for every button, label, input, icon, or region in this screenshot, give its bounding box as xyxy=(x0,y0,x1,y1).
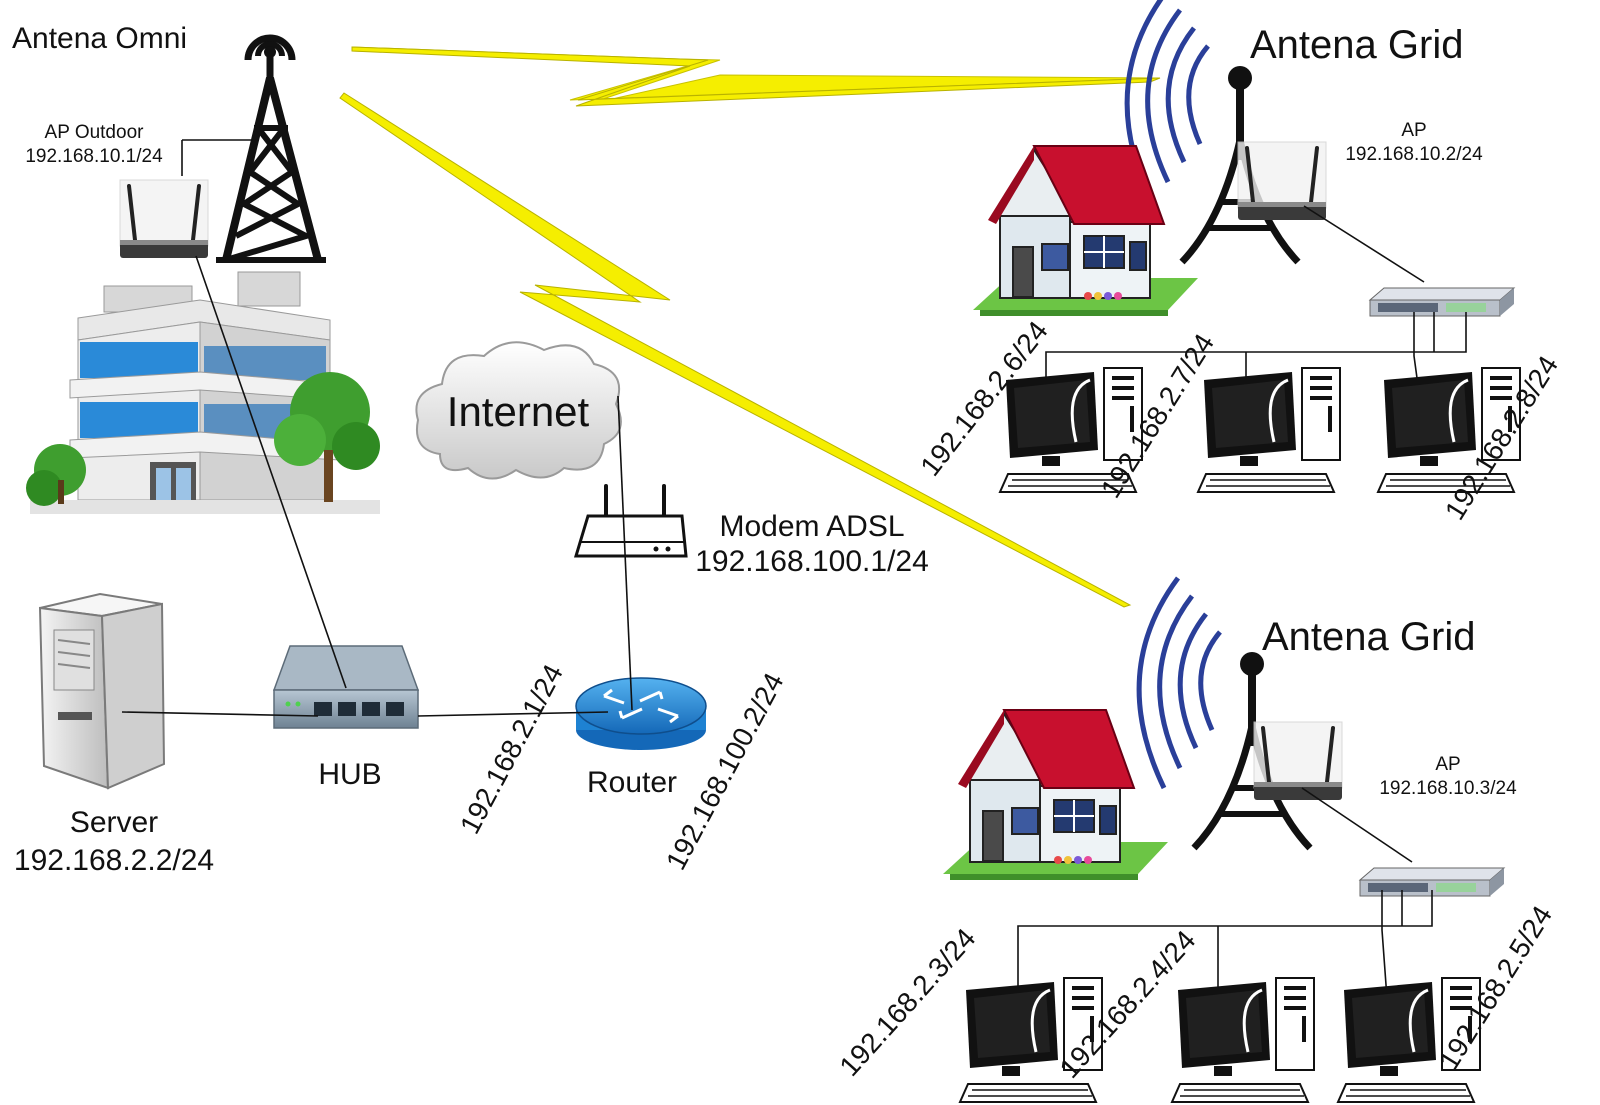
server-ip: 192.168.2.2/24 xyxy=(14,844,214,877)
antenna-omni-icon xyxy=(216,34,326,263)
house-icon xyxy=(942,709,1169,881)
server-label: Server xyxy=(70,806,158,839)
router-icon xyxy=(575,677,707,750)
ap-outdoor-ip: 192.168.10.1/24 xyxy=(25,146,163,167)
link-ap-switch-top xyxy=(1303,205,1425,283)
access-point-icon xyxy=(118,178,210,260)
lan-bus-top xyxy=(1045,312,1467,388)
switch-icon xyxy=(1369,287,1515,317)
hub-icon xyxy=(272,645,420,729)
lan-bus-bottom xyxy=(1017,890,1433,1008)
wireless-link-bottom xyxy=(339,92,1132,608)
link-internet-router xyxy=(617,395,633,711)
modem-label: Modem ADSL xyxy=(719,510,904,543)
grid-top-label: Antena Grid xyxy=(1250,23,1463,67)
server-icon xyxy=(38,592,166,790)
modem-icon xyxy=(573,484,688,558)
hub-label: HUB xyxy=(318,758,381,791)
ap-top-ip: 192.168.10.2/24 xyxy=(1345,144,1483,165)
ap-bottom-ip: 192.168.10.3/24 xyxy=(1379,778,1517,799)
access-point-icon xyxy=(1236,140,1328,222)
internet-label: Internet xyxy=(447,388,590,435)
link-ap-hub xyxy=(195,255,347,689)
link-hub-router xyxy=(417,711,609,717)
grid-bottom-label: Antena Grid xyxy=(1262,615,1475,659)
lan-drop-bottom-3b xyxy=(1381,890,1389,1013)
omni-antenna-label: Antena Omni xyxy=(12,22,187,55)
router-label: Router xyxy=(587,766,677,799)
link-ap-switch-bottom xyxy=(1301,787,1413,863)
pc-bottom-1-ip: 192.168.2.3/24 xyxy=(833,922,981,1082)
ap-bottom-label: AP xyxy=(1435,754,1460,775)
ap-outdoor-label: AP Outdoor xyxy=(45,122,145,143)
cloud-icon xyxy=(415,341,622,480)
building-icon xyxy=(26,271,380,514)
computer-icon xyxy=(1170,976,1316,1104)
computer-icon xyxy=(1196,366,1342,494)
ap-top-label: AP xyxy=(1401,120,1426,141)
modem-ip: 192.168.100.1/24 xyxy=(695,545,929,578)
link-server-hub xyxy=(121,711,319,717)
router-lan-ip: 192.168.2.1/24 xyxy=(454,659,569,839)
access-point-icon xyxy=(1252,720,1344,802)
